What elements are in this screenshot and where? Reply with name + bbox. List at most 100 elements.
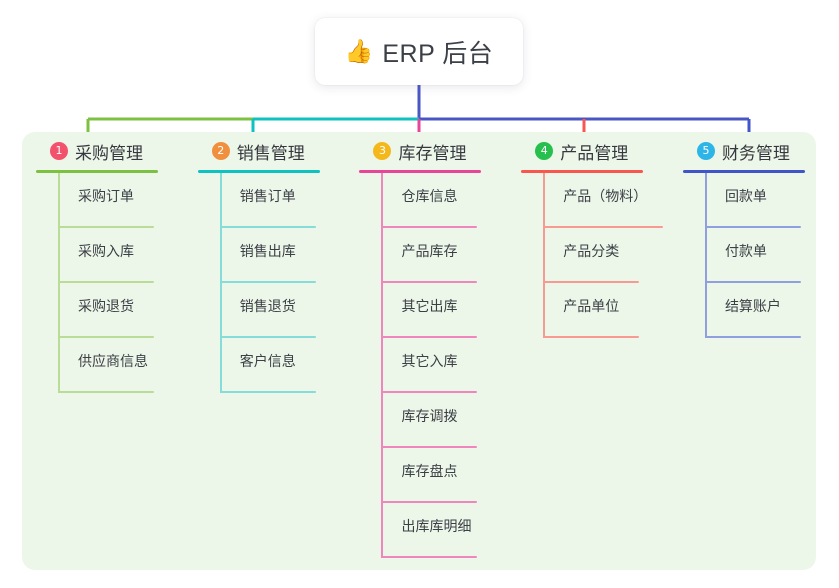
list-item-label: 采购订单 [78, 187, 134, 204]
list-item-label: 其它入库 [401, 352, 458, 369]
list-item-rule [704, 226, 801, 228]
thumbs-up-icon: 👍 [344, 38, 374, 64]
list-item-label: 仓库信息 [401, 187, 458, 204]
list-item[interactable]: 销售退货 [219, 283, 346, 338]
list-item-rule [381, 501, 478, 503]
list-item-label: 供应商信息 [78, 352, 148, 369]
list-item-label: 付款单 [724, 242, 767, 259]
list-item[interactable]: 客户信息 [219, 338, 346, 393]
list-item[interactable]: 其它出库 [381, 283, 507, 338]
list-item-label: 库存调拨 [401, 407, 458, 424]
list-item-rule [58, 281, 154, 283]
column-header-rule [359, 170, 482, 173]
list-item-rule [219, 336, 316, 338]
list-item-rule [381, 336, 478, 338]
column-header[interactable]: 5 财务管理 [683, 132, 816, 170]
column-spine [58, 173, 60, 393]
column-badge-1: 1 [50, 142, 68, 160]
list-item-label: 产品分类 [563, 242, 620, 259]
list-item-label: 采购退货 [78, 297, 134, 314]
list-item-label: 客户信息 [239, 352, 296, 369]
list-item[interactable]: 供应商信息 [58, 338, 184, 393]
column-items: 产品（物料） 产品分类产品单位 [543, 173, 669, 338]
list-item[interactable]: 产品库存 [381, 228, 507, 283]
list-item-rule [704, 336, 801, 338]
column-5: 5 财务管理回款单付款单结算账户 [669, 132, 816, 570]
list-item[interactable]: 库存盘点 [381, 448, 507, 503]
list-item-rule [381, 391, 478, 393]
column-header-rule [36, 170, 158, 173]
column-items: 回款单付款单结算账户 [704, 173, 816, 338]
list-item-label: 采购入库 [78, 242, 134, 259]
list-item-rule [219, 391, 316, 393]
list-item-label: 产品（物料） [563, 187, 648, 204]
list-item[interactable]: 回款单 [704, 173, 816, 228]
column-items: 采购订单采购入库采购退货供应商信息 [58, 173, 184, 393]
column-badge-5: 5 [696, 142, 715, 160]
list-item-rule [381, 556, 478, 558]
column-title: 库存管理 [398, 143, 467, 163]
list-item[interactable]: 产品单位 [543, 283, 669, 338]
list-item-rule [381, 281, 478, 283]
list-item[interactable]: 结算账户 [704, 283, 816, 338]
column-spine [543, 173, 546, 338]
root-title: ERP 后台 [382, 39, 494, 68]
list-item-rule [543, 281, 640, 283]
list-item[interactable]: 销售出库 [219, 228, 346, 283]
list-item-label: 销售退货 [239, 297, 296, 314]
list-item-label: 回款单 [724, 187, 767, 204]
list-item[interactable]: 销售订单 [219, 173, 346, 228]
list-item-rule [704, 281, 801, 283]
list-item-rule [543, 336, 640, 338]
list-item[interactable]: 采购订单 [58, 173, 184, 228]
column-badge-3: 3 [373, 142, 392, 160]
list-item-label: 产品单位 [563, 297, 620, 314]
list-item-label: 销售订单 [239, 187, 296, 204]
column-badge-4: 4 [535, 142, 554, 160]
column-spine [704, 173, 707, 338]
column-badge-2: 2 [211, 142, 230, 160]
list-item[interactable]: 产品（物料） [543, 173, 669, 228]
column-2: 2 销售管理销售订单销售出库销售退货客户信息 [184, 132, 346, 570]
list-item-label: 库存盘点 [401, 462, 458, 479]
content-panel [22, 132, 816, 570]
list-item-rule [58, 391, 154, 393]
column-4: 4 产品管理产品（物料） 产品分类产品单位 [507, 132, 669, 570]
column-title: 产品管理 [560, 143, 629, 163]
list-item[interactable]: 产品分类 [543, 228, 669, 283]
column-header-rule [682, 170, 805, 173]
list-item[interactable]: 仓库信息 [381, 173, 507, 228]
column-items: 销售订单销售出库销售退货客户信息 [219, 173, 346, 393]
list-item[interactable]: 出库库明细 [381, 503, 507, 558]
column-header-rule [197, 170, 320, 173]
list-item-rule [58, 336, 154, 338]
column-3: 3 库存管理仓库信息产品库存其它出库其它入库库存调拨库存盘点出库库明细 [345, 132, 507, 570]
column-header[interactable]: 3 库存管理 [359, 132, 507, 170]
column-spine [381, 173, 384, 558]
list-item-rule [219, 226, 316, 228]
root-node[interactable]: 👍 ERP 后台 [315, 18, 523, 85]
column-title: 销售管理 [236, 143, 305, 163]
list-item-label: 出库库明细 [401, 517, 472, 534]
list-item[interactable]: 其它入库 [381, 338, 507, 393]
list-item-rule [543, 226, 664, 228]
list-item-label: 结算账户 [724, 297, 781, 314]
list-item-rule [58, 226, 154, 228]
list-item-label: 销售出库 [239, 242, 296, 259]
column-header[interactable]: 2 销售管理 [198, 132, 346, 170]
list-item[interactable]: 采购退货 [58, 283, 184, 338]
list-item-rule [381, 226, 478, 228]
list-item-rule [381, 446, 478, 448]
list-item-label: 产品库存 [401, 242, 458, 259]
list-item[interactable]: 采购入库 [58, 228, 184, 283]
column-title: 财务管理 [721, 143, 790, 163]
list-item[interactable]: 付款单 [704, 228, 816, 283]
list-item-rule [219, 281, 316, 283]
column-header[interactable]: 4 产品管理 [521, 132, 669, 170]
column-header-rule [521, 170, 644, 173]
list-item[interactable]: 库存调拨 [381, 393, 507, 448]
